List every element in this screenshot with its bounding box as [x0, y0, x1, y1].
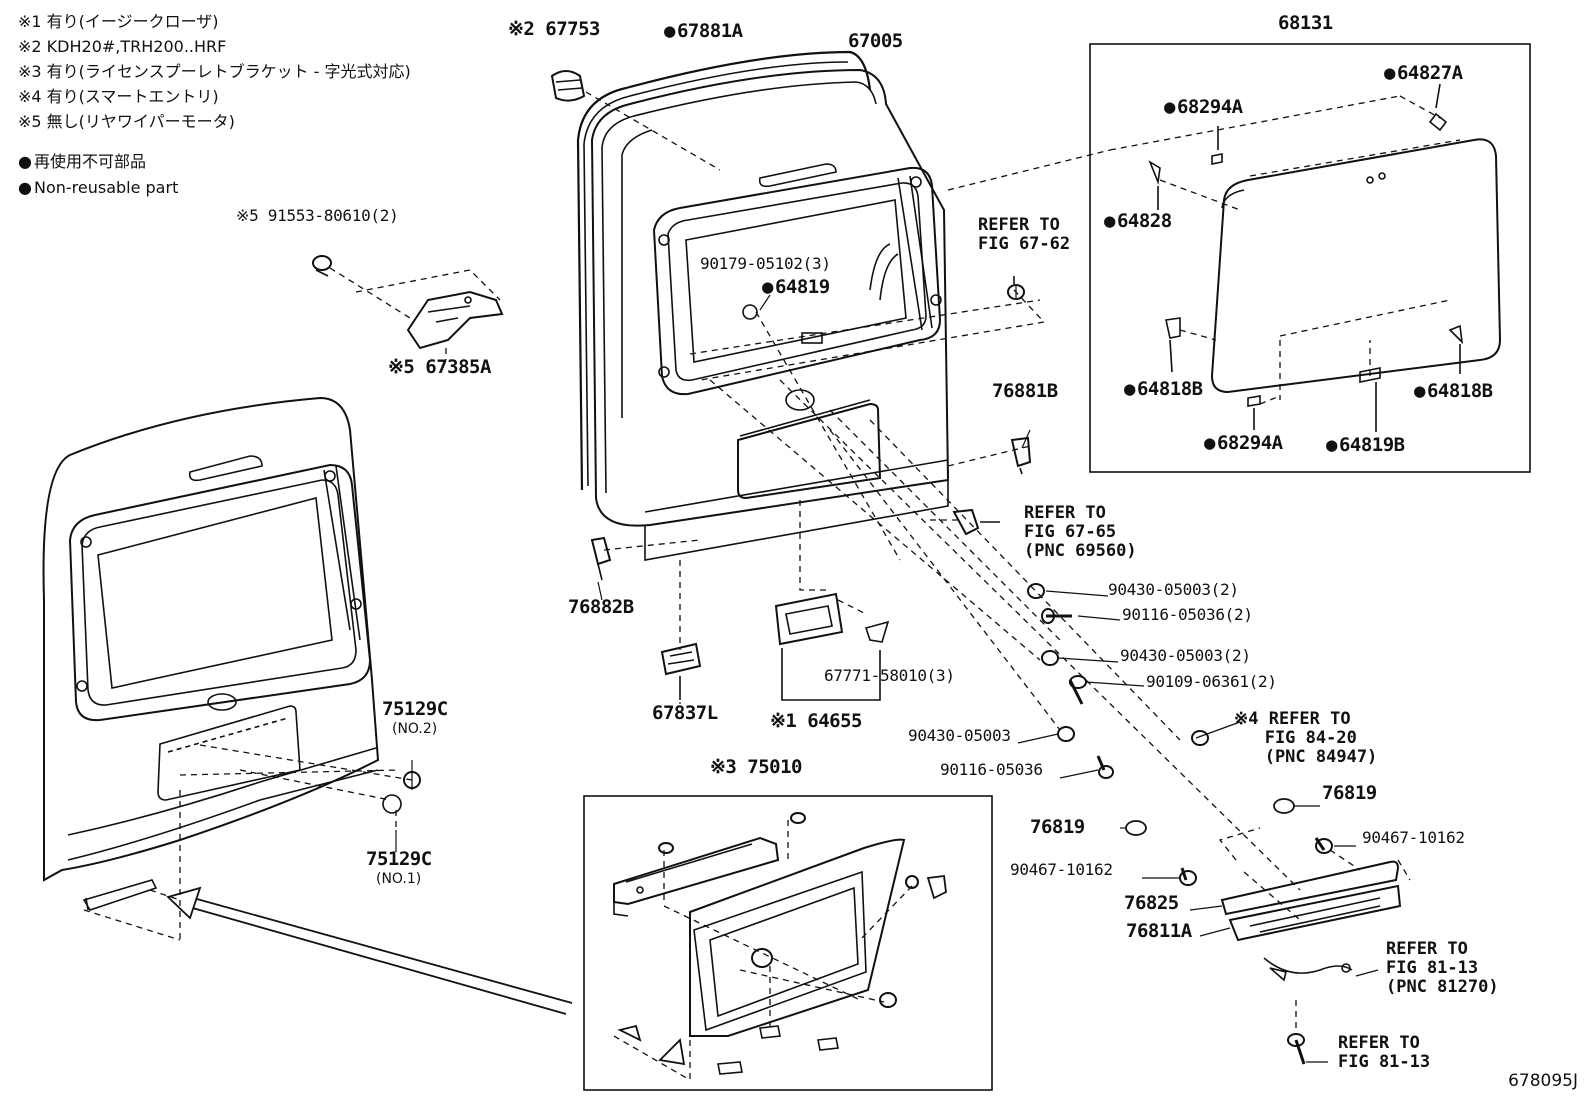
legend-note-3: ※3 有り(ライセンスプーレトブラケット - 字光式対応)	[18, 62, 411, 81]
label-64828: 64828	[1104, 212, 1172, 231]
label-64827A-text: 64827A	[1396, 62, 1463, 84]
label-64818B-left-text: 64818B	[1136, 378, 1203, 400]
label-76819-right: 76819	[1322, 782, 1377, 804]
label-76811A: 76811A	[1126, 920, 1192, 942]
label-75129C-no2-sub: (NO.2)	[392, 721, 438, 737]
label-67005: 67005	[848, 30, 903, 52]
label-75129C-no1: 75129C	[366, 848, 432, 870]
label-90430-05003-2: 90430-05003(2)	[1120, 646, 1251, 665]
label-64827A: 64827A	[1384, 64, 1463, 83]
ref-fig-67-62[interactable]: REFER TO FIG 67-62	[978, 215, 1071, 254]
label-75129C-no1-sub: (NO.1)	[376, 871, 422, 887]
label-90467-10162-right: 90467-10162	[1362, 828, 1465, 847]
label-68294A-bottom: 68294A	[1204, 434, 1283, 453]
legend-nonreusable-en-text: Non-reusable part	[33, 178, 179, 197]
label-90109-06361: 90109-06361(2)	[1146, 672, 1277, 691]
label-90430-05003-1: 90430-05003(2)	[1108, 580, 1239, 599]
label-67837L: 67837L	[652, 702, 718, 724]
back-door-outer-view	[42, 396, 380, 882]
label-91553: ※5 91553-80610(2)	[236, 206, 399, 225]
label-64655: ※1 64655	[770, 710, 863, 732]
legend-nonreusable-en: Non-reusable part	[18, 180, 178, 196]
label-68294A-top: 68294A	[1164, 98, 1243, 117]
label-68131: 68131	[1278, 12, 1333, 34]
label-64828-text: 64828	[1116, 210, 1172, 232]
drawing-number: 678095J	[1508, 1071, 1578, 1091]
back-door-panel	[590, 68, 950, 561]
label-75010: ※3 75010	[710, 756, 803, 778]
hinge-bracket	[406, 290, 504, 350]
label-64818B-right: 64818B	[1414, 382, 1493, 401]
label-64819B: 64819B	[1326, 436, 1405, 455]
ref-fig-84-20[interactable]: ※4 REFER TO FIG 84-20 (PNC 84947)	[1234, 709, 1378, 767]
label-76882B: 76882B	[568, 596, 634, 618]
ref-fig-81-13-pnc[interactable]: REFER TO FIG 81-13 (PNC 81270)	[1386, 939, 1499, 997]
label-67771: 67771-58010(3)	[824, 666, 955, 685]
label-90116-05036-1: 90116-05036(2)	[1122, 605, 1253, 624]
label-67385A: ※5 67385A	[388, 356, 491, 378]
label-64818B-right-text: 64818B	[1426, 380, 1493, 402]
legend-note-1: ※1 有り(イージークローザ)	[18, 12, 219, 31]
ref-fig-81-13[interactable]: REFER TO FIG 81-13	[1338, 1033, 1431, 1072]
ref-fig-67-65[interactable]: REFER TO FIG 67-65 (PNC 69560)	[1024, 503, 1137, 561]
weatherstrip	[576, 50, 872, 491]
label-90467-10162-left: 90467-10162	[1010, 860, 1113, 879]
legend-nonreusable-ja-text: 再使用不可部品	[33, 152, 146, 171]
label-68294A-top-text: 68294A	[1176, 96, 1243, 118]
legend-note-4: ※4 有り(スマートエントリ)	[18, 87, 219, 106]
label-68294A-bottom-text: 68294A	[1216, 432, 1283, 454]
label-76825: 76825	[1124, 892, 1179, 914]
legend-note-5: ※5 無し(リヤワイパーモータ)	[18, 112, 235, 131]
garnish-bracket	[82, 879, 158, 911]
label-67753: ※2 67753	[508, 18, 601, 40]
label-64819B-text: 64819B	[1338, 434, 1405, 456]
glass-assembly-box	[1089, 43, 1531, 473]
label-90430-05003-3: 90430-05003	[908, 726, 1011, 745]
label-67881A: 67881A	[664, 22, 743, 41]
label-90179: 90179-05102(3)	[700, 254, 831, 273]
label-67881A-text: 67881A	[676, 20, 743, 42]
label-76819-left: 76819	[1030, 816, 1085, 838]
label-90116-05036-2: 90116-05036	[940, 760, 1043, 779]
legend-note-2: ※2 KDH20#,TRH200..HRF	[18, 37, 227, 56]
label-64819: 64819	[762, 278, 830, 297]
legend-nonreusable-ja: 再使用不可部品	[18, 154, 146, 170]
label-64818B-left: 64818B	[1124, 380, 1203, 399]
label-75129C-no2: 75129C	[382, 698, 448, 720]
label-76881B: 76881B	[992, 380, 1058, 402]
label-64819-text: 64819	[774, 276, 830, 298]
license-bracket-box	[583, 795, 993, 1091]
